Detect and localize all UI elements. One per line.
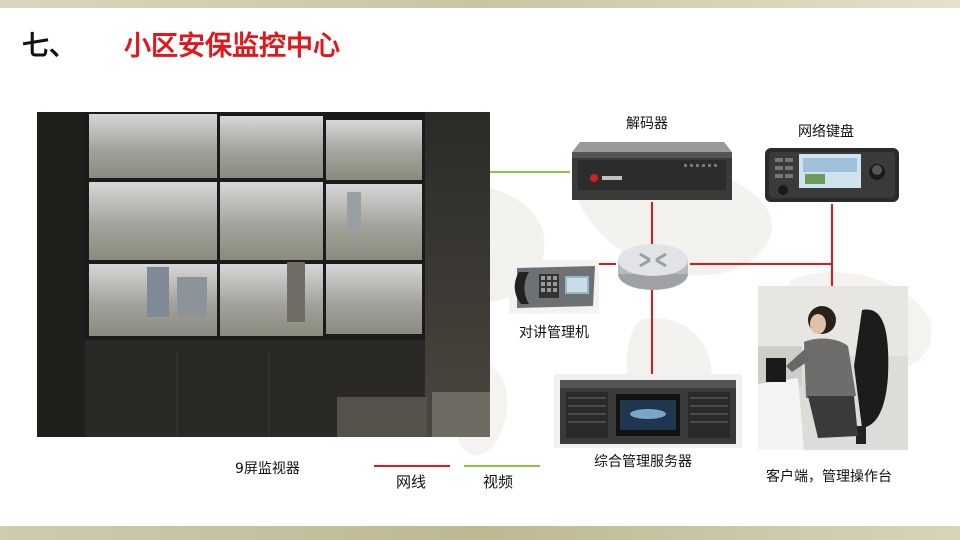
intercom-device: [509, 260, 599, 314]
bottom-decor-band: [0, 526, 960, 540]
network-switch: [616, 240, 690, 294]
video-wall-photo: [37, 112, 490, 437]
decoder-device: [570, 138, 734, 204]
legend-video-label: 视频: [483, 473, 514, 491]
client-label: 客户端，管理操作台: [766, 469, 892, 485]
legend-network-label: 网线: [396, 473, 427, 491]
switch-icon: [618, 244, 688, 290]
server-label: 综合管理服务器: [594, 454, 692, 470]
intercom-label: 对讲管理机: [519, 325, 589, 341]
top-decor-band: [0, 0, 960, 8]
video-wall-label: 9屏监视器: [235, 461, 300, 477]
decoder-icon: [572, 142, 732, 200]
page-title: 小区安保监控中心: [124, 31, 340, 62]
intercom-icon: [509, 260, 599, 314]
operator-icon: [758, 286, 908, 450]
heading-number: 七、: [22, 31, 76, 62]
video-wall-icon: [37, 112, 490, 437]
keyboard-icon: [765, 148, 899, 202]
legend-lines: [374, 465, 540, 467]
keyboard-device: [763, 146, 901, 204]
decoder-label: 解码器: [626, 116, 668, 132]
operator-photo: [758, 286, 908, 450]
server-device: [554, 374, 742, 448]
keyboard-label: 网络键盘: [798, 124, 854, 140]
server-icon: [554, 374, 742, 448]
